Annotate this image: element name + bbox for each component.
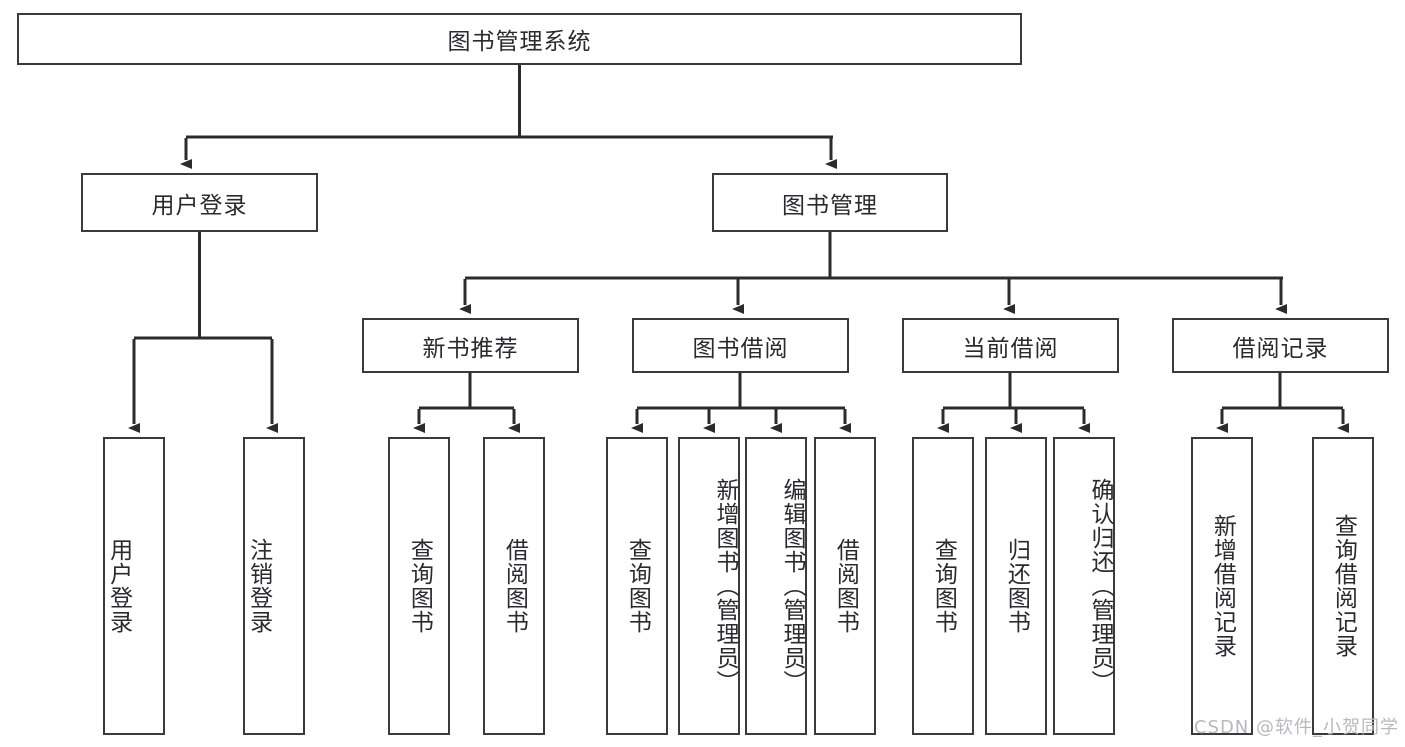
leaf-user-logout-label: 注销登录 bbox=[245, 538, 272, 634]
node-current-borrow-label: 当前借阅 bbox=[962, 335, 1059, 362]
leaf-user-login[interactable]: 用户登录 bbox=[103, 437, 165, 735]
node-current-borrow[interactable]: 当前借阅 bbox=[902, 318, 1119, 373]
leaf-return-book[interactable]: 归还图书 bbox=[985, 437, 1047, 735]
leaf-add-book-admin-label: 新增图书（管理员） bbox=[712, 478, 738, 694]
leaf-user-login-label: 用户登录 bbox=[105, 538, 132, 634]
node-new-book-recommend[interactable]: 新书推荐 bbox=[362, 318, 579, 373]
leaf-edit-book-admin[interactable]: 编辑图书（管理员） bbox=[745, 437, 807, 735]
leaf-return-book-label: 归还图书 bbox=[1003, 538, 1030, 634]
edge-login-to-leaves bbox=[128, 232, 278, 433]
leaf-confirm-return-admin-label: 确认归还（管理员） bbox=[1087, 478, 1113, 694]
leaf-borrow-book-newbook[interactable]: 借阅图书 bbox=[483, 437, 545, 735]
edge-current-to-leaves bbox=[937, 373, 1090, 433]
leaf-edit-book-admin-label: 编辑图书（管理员） bbox=[779, 478, 805, 694]
leaf-add-borrow-record-label: 新增借阅记录 bbox=[1209, 514, 1236, 658]
leaf-query-borrow-record-label: 查询借阅记录 bbox=[1330, 514, 1357, 658]
node-borrow-record-label: 借阅记录 bbox=[1232, 335, 1329, 362]
edge-newbook-to-leaves bbox=[413, 373, 520, 433]
leaf-borrow-book-newbook-label: 借阅图书 bbox=[501, 538, 528, 634]
leaf-query-book-borrow[interactable]: 查询图书 bbox=[606, 437, 668, 735]
leaf-add-book-admin[interactable]: 新增图书（管理员） bbox=[678, 437, 740, 735]
leaf-user-logout[interactable]: 注销登录 bbox=[243, 437, 305, 735]
node-book-management-label: 图书管理 bbox=[782, 192, 878, 219]
node-root[interactable]: 图书管理系统 bbox=[17, 13, 1022, 65]
node-book-management[interactable]: 图书管理 bbox=[712, 173, 948, 232]
edge-record-to-leaves bbox=[1216, 373, 1349, 433]
leaf-query-borrow-record[interactable]: 查询借阅记录 bbox=[1312, 437, 1374, 735]
node-book-borrow-label: 图书借阅 bbox=[692, 335, 789, 362]
node-root-label: 图书管理系统 bbox=[447, 29, 592, 55]
edge-borrow-to-leaves bbox=[631, 373, 851, 433]
node-new-book-recommend-label: 新书推荐 bbox=[422, 335, 519, 362]
leaf-query-book-current-label: 查询图书 bbox=[930, 538, 957, 634]
leaf-query-book-newbook[interactable]: 查询图书 bbox=[388, 437, 450, 735]
node-borrow-record[interactable]: 借阅记录 bbox=[1172, 318, 1389, 373]
leaf-add-borrow-record[interactable]: 新增借阅记录 bbox=[1191, 437, 1253, 735]
leaf-query-book-newbook-label: 查询图书 bbox=[406, 538, 433, 634]
edge-root-to-level2 bbox=[180, 65, 837, 169]
edge-bookmgmt-to-level3 bbox=[459, 232, 1287, 314]
node-user-login[interactable]: 用户登录 bbox=[81, 173, 318, 232]
leaf-query-book-current[interactable]: 查询图书 bbox=[912, 437, 974, 735]
leaf-confirm-return-admin[interactable]: 确认归还（管理员） bbox=[1053, 437, 1115, 735]
leaf-borrow-book[interactable]: 借阅图书 bbox=[814, 437, 876, 735]
leaf-borrow-book-label: 借阅图书 bbox=[832, 538, 859, 634]
leaf-query-book-borrow-label: 查询图书 bbox=[624, 538, 651, 634]
node-user-login-label: 用户登录 bbox=[151, 192, 248, 219]
node-book-borrow[interactable]: 图书借阅 bbox=[632, 318, 849, 373]
